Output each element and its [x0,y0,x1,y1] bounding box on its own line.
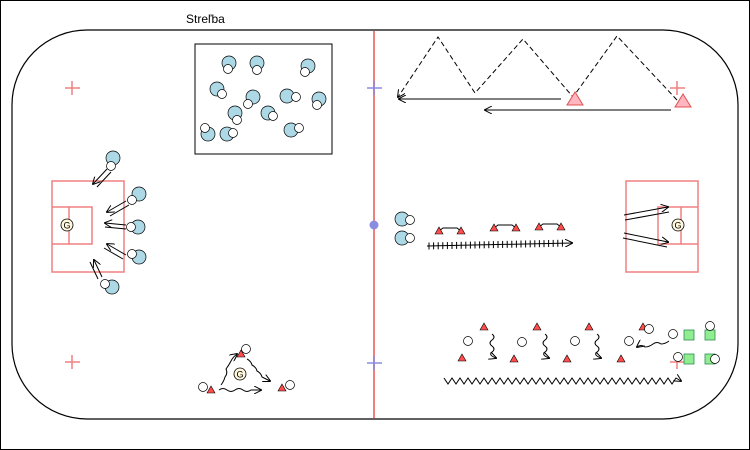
warmup-players [200,55,327,142]
diagram-title: Streľba [186,12,225,26]
faceoff-cross-icon [367,81,382,370]
skating-zigzag-path [398,35,678,101]
cone-icon [674,93,692,108]
rink-boards [11,29,739,420]
shots-right-goal [622,207,669,248]
right-goal-area [625,180,699,273]
center-dot-icon [369,220,379,230]
cone-icon [566,91,584,106]
stickhandling-drill [394,211,572,250]
hurdle-icon [489,223,521,232]
svg-text:G: G [674,221,681,231]
svg-text:G: G [236,370,243,380]
goalie-icon: G [60,218,74,232]
shooting-drill-left [89,150,147,295]
zigzag-skate-path [443,378,681,385]
goalie-icon: G [671,218,685,232]
triangle-drill [198,344,295,394]
hurdle-icon [534,222,566,231]
slalom-drill [443,321,720,385]
goalie-icon: G [233,367,247,381]
faceoff-cross-icon [65,81,685,369]
warmup-zone-box [194,43,333,155]
hurdle-icon [434,226,466,235]
svg-text:G: G [63,221,70,231]
